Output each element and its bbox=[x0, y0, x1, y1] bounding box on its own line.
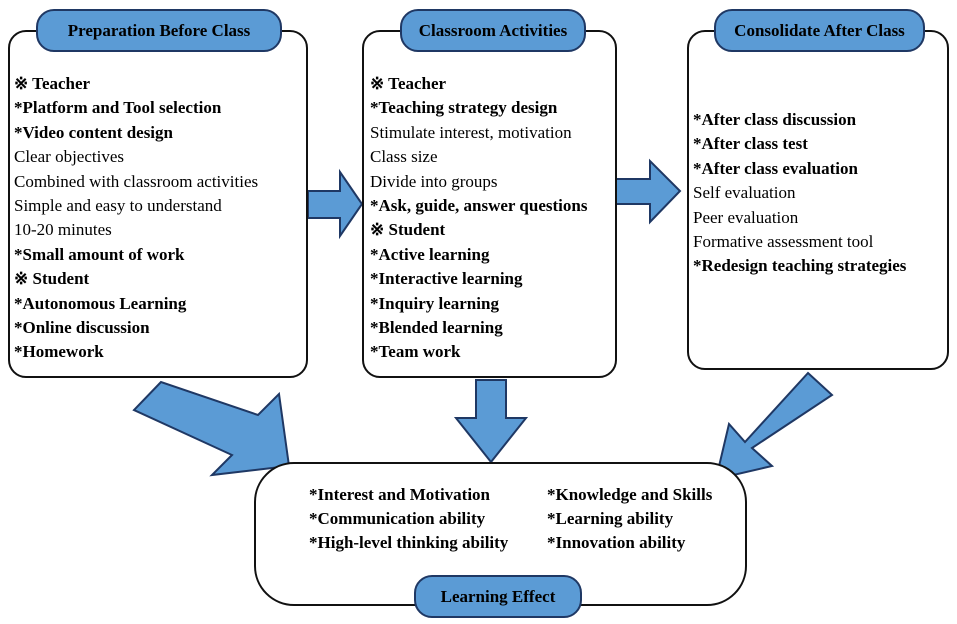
after-class-box: *After class discussion *After class test… bbox=[687, 30, 949, 370]
before-class-list: ※ Teacher *Platform and Tool selection *Vi… bbox=[14, 72, 306, 365]
after-line: Formative assessment tool bbox=[693, 232, 874, 252]
classroom-line: Class size bbox=[370, 147, 438, 167]
effect-item: *High-level thinking ability bbox=[309, 533, 509, 552]
classroom-line: Stimulate interest, motivation bbox=[370, 122, 572, 142]
after-line: Self evaluation bbox=[693, 183, 796, 203]
classroom-line: ※ Student bbox=[370, 220, 446, 240]
before-line: Simple and easy to understand bbox=[14, 196, 222, 216]
classroom-line: *Ask, guide, answer questions bbox=[370, 196, 588, 216]
arrow-classroom-to-after bbox=[615, 158, 682, 225]
after-class-title: Consolidate After Class bbox=[714, 9, 925, 52]
learning-effect-grid: *Interest and Motivation *Knowledge and … bbox=[309, 483, 747, 555]
after-class-list: *After class discussion *After class test… bbox=[693, 108, 947, 279]
before-line: *Homework bbox=[14, 342, 104, 362]
learning-effect-title: Learning Effect bbox=[414, 575, 582, 618]
classroom-line: *Team work bbox=[370, 342, 461, 362]
after-line: *Redesign teaching strategies bbox=[693, 256, 907, 276]
before-line: *Platform and Tool selection bbox=[14, 98, 222, 118]
after-line: *After class discussion bbox=[693, 110, 857, 129]
before-line: Clear objectives bbox=[14, 147, 124, 167]
effect-item: *Innovation ability bbox=[547, 533, 686, 552]
before-line: Combined with classroom activities bbox=[14, 171, 259, 191]
before-line: ※ Teacher bbox=[14, 74, 91, 93]
arrow-before-to-classroom bbox=[307, 168, 364, 240]
before-class-box: ※ Teacher *Platform and Tool selection *Vi… bbox=[8, 30, 308, 378]
effect-item: *Learning ability bbox=[547, 509, 674, 528]
effect-item: *Interest and Motivation bbox=[309, 485, 491, 504]
after-line: *After class evaluation bbox=[693, 158, 858, 178]
before-line: *Small amount of work bbox=[14, 244, 185, 264]
before-class-title: Preparation Before Class bbox=[36, 9, 282, 52]
classroom-line: *Teaching strategy design bbox=[370, 98, 558, 118]
classroom-line: ※ Teacher bbox=[370, 74, 447, 93]
before-line: ※ Student bbox=[14, 269, 90, 289]
before-line: *Video content design bbox=[14, 122, 173, 142]
classroom-line: *Blended learning bbox=[370, 318, 503, 338]
arrow-before-to-effect bbox=[132, 380, 291, 477]
before-line: *Autonomous Learning bbox=[14, 293, 187, 313]
effect-item: *Knowledge and Skills bbox=[547, 485, 713, 504]
classroom-line: Divide into groups bbox=[370, 171, 498, 191]
classroom-line: *Inquiry learning bbox=[370, 293, 499, 313]
classroom-title: Classroom Activities bbox=[400, 9, 586, 52]
after-line: *After class test bbox=[693, 134, 808, 154]
before-line: *Online discussion bbox=[14, 318, 150, 338]
arrow-classroom-to-effect bbox=[453, 379, 529, 464]
arrow-after-to-effect bbox=[714, 371, 834, 481]
before-line: 10-20 minutes bbox=[14, 220, 112, 240]
after-line: Peer evaluation bbox=[693, 207, 799, 227]
effect-item: *Communication ability bbox=[309, 509, 486, 528]
classroom-line: *Active learning bbox=[370, 244, 490, 264]
classroom-line: *Interactive learning bbox=[370, 269, 523, 289]
